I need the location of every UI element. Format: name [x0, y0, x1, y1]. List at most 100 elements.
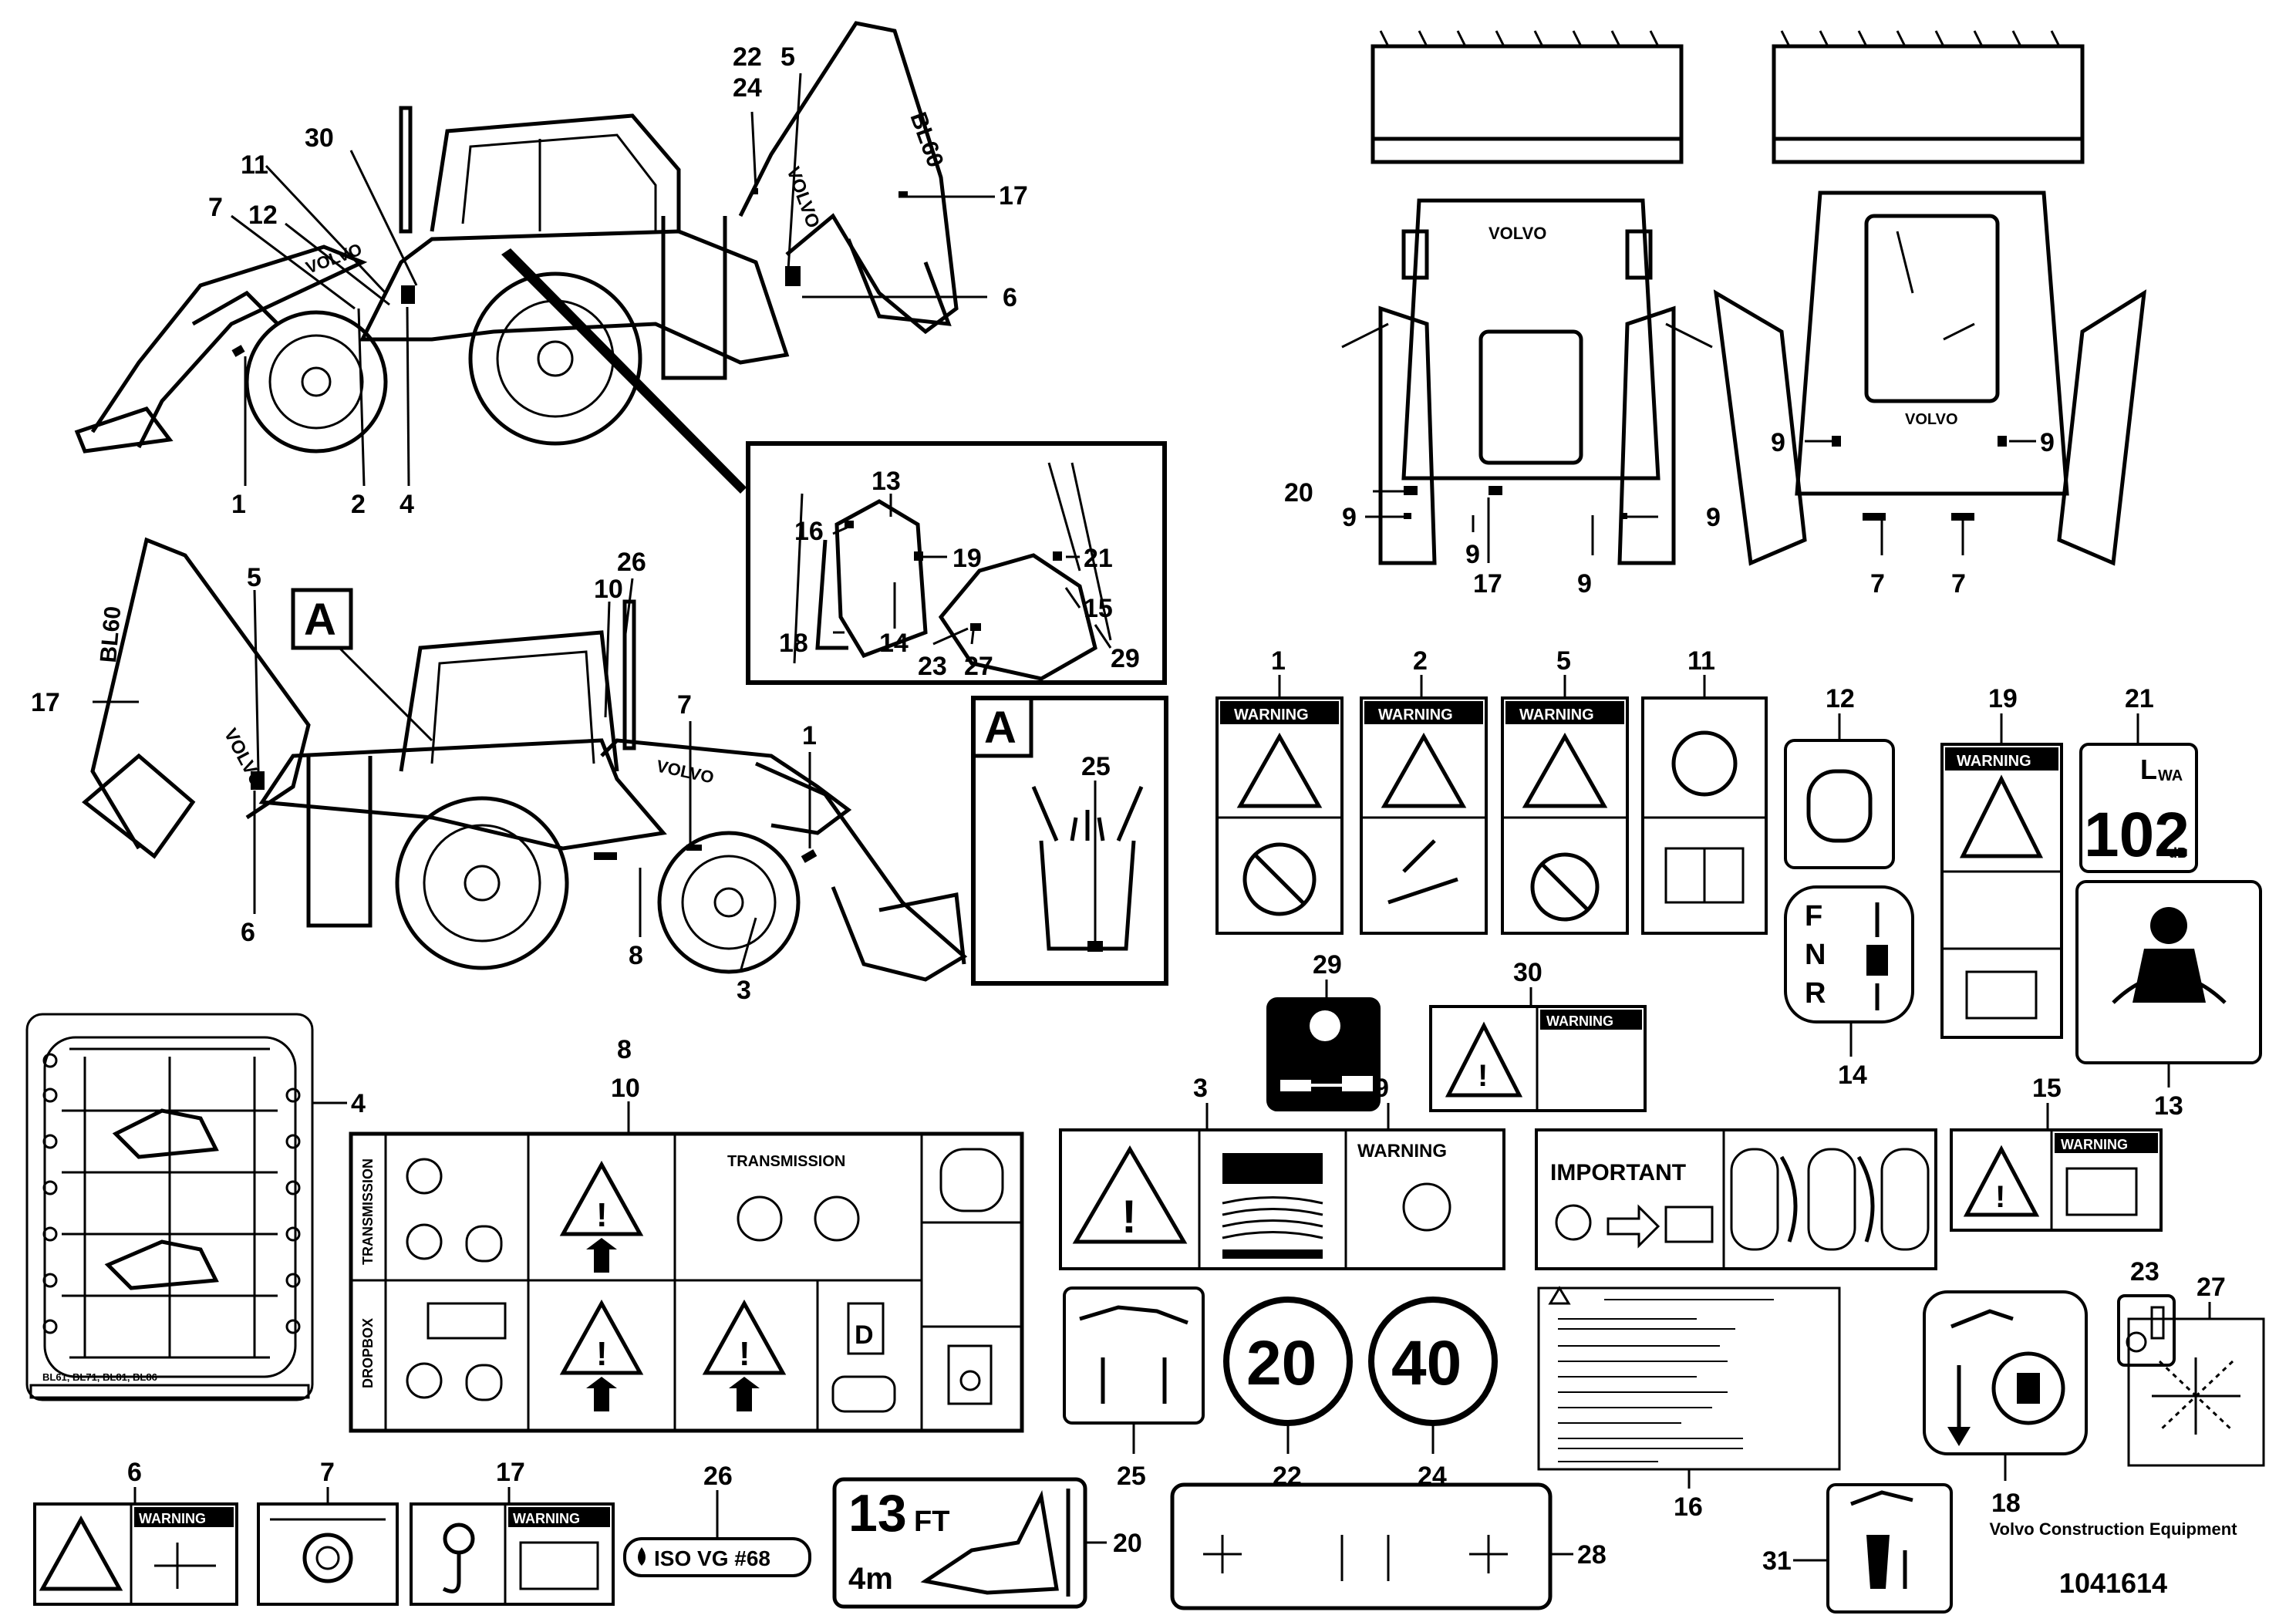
decal-1: 1 WARNING [1215, 646, 1344, 935]
callout-27: 27 [2197, 1273, 2226, 1302]
decal-5: 5 WARNING [1501, 646, 1629, 935]
callout-2-decal: 2 [1413, 646, 1428, 676]
decal-dropbox-side: DROPBOX [360, 1318, 376, 1388]
decal-20-ft-value: 13 [848, 1484, 907, 1543]
svg-text:BL60: BL60 [96, 605, 126, 664]
callout-1-b: 1 [802, 721, 817, 750]
svg-text:BL60: BL60 [905, 109, 948, 170]
backhoe-side-view-top: BL60 VOLVO VOLVO [74, 21, 959, 494]
decal-transmission-title: TRANSMISSION [727, 1153, 845, 1170]
decal-14-n: N [1805, 939, 1826, 971]
decal-31: 31 [1762, 1483, 1953, 1614]
callout-7-r2: 7 [1951, 569, 1966, 599]
decal-9-important: IMPORTANT [1550, 1160, 1686, 1185]
callout-10-b: 10 [594, 575, 623, 604]
callout-26: 26 [617, 548, 646, 577]
callout-7-r1: 7 [1870, 569, 1885, 599]
callout-7-b: 7 [677, 690, 692, 720]
footer: Volvo Construction Equipment 1041614 [1989, 1519, 2237, 1599]
decal-6: 6 WARNING [33, 1458, 238, 1606]
cab-detail-box: 13 16 19 21 15 29 18 14 23 27 [746, 441, 1167, 685]
svg-text:!: ! [739, 1335, 750, 1373]
callout-6-decal: 6 [127, 1458, 142, 1487]
callout-21-d: 21 [1084, 544, 1113, 573]
decal-30: 30 WARNING ! [1429, 958, 1647, 1112]
callout-16-d: 16 [794, 517, 824, 546]
callout-7-decal: 7 [320, 1458, 335, 1487]
callout-13: 13 [2154, 1091, 2183, 1121]
decal-15-warning: WARNING [2061, 1137, 2128, 1152]
callout-9-decal: 9 [1374, 1074, 1389, 1103]
decal-26: 26 ISO VG #68 [623, 1462, 811, 1577]
decal-11: 11 [1641, 646, 1768, 935]
callout-3-b: 3 [737, 976, 751, 1005]
callout-4: 4 [400, 490, 414, 519]
decal-4-service-chart: BL61, BL71, BL81, BL86 4 [25, 1013, 366, 1401]
footer-drawing-number: 1041614 [2059, 1567, 2167, 1599]
callout-6-b: 6 [241, 918, 255, 947]
callout-13-d: 13 [872, 467, 901, 496]
view-a-label: A [304, 595, 336, 645]
callout-21-decal: 21 [2125, 684, 2154, 713]
callout-10: 10 [611, 1074, 640, 1103]
front-view: VOLVO 20 9 9 17 9 9 [1284, 30, 1721, 599]
callout-29: 29 [1313, 950, 1342, 980]
callout-12-decal: 12 [1826, 684, 1855, 713]
callout-30: 30 [1513, 958, 1542, 987]
callout-25: 25 [1117, 1462, 1146, 1491]
decal-1-warning: WARNING [1234, 706, 1309, 723]
svg-text:VOLVO: VOLVO [655, 756, 716, 787]
decal-14-r: R [1805, 977, 1826, 1010]
svg-text:!: ! [596, 1196, 608, 1234]
decal-21-db-unit: dB [2169, 845, 2187, 861]
decal-3: 3 ! WARNING [1059, 1074, 1505, 1270]
decal-24-speed-40: 40 24 [1368, 1297, 1498, 1491]
callout-14-d: 14 [879, 629, 909, 658]
decal-14-f: F [1805, 900, 1822, 932]
decal-21-lwa-sub: WA [2158, 767, 2183, 784]
decal-diesel-letter: D [855, 1320, 874, 1350]
decal-17-warning: WARNING [513, 1511, 580, 1526]
decal-20: 13 FT 4m 20 [832, 1477, 1142, 1609]
callout-24: 24 [733, 73, 762, 103]
rear-view: VOLVO 9 9 7 7 [1713, 30, 2147, 599]
callout-9-f2: 9 [1465, 540, 1480, 569]
callout-9-f3: 9 [1577, 569, 1592, 599]
svg-text:!: ! [1478, 1059, 1488, 1093]
decal-2-warning: WARNING [1378, 706, 1453, 723]
decal-7: 7 [257, 1458, 399, 1606]
callout-23-d: 23 [918, 652, 947, 681]
callout-30: 30 [305, 123, 334, 153]
footer-company: Volvo Construction Equipment [1989, 1519, 2237, 1539]
callout-31: 31 [1762, 1546, 1792, 1576]
callout-4-d: 4 [351, 1089, 366, 1118]
callout-5-decal: 5 [1556, 646, 1571, 676]
svg-text:!: ! [1121, 1191, 1137, 1243]
backhoe-side-view-bottom: BL60 VOLVO VOLVO A [82, 537, 968, 982]
callout-6: 6 [1003, 283, 1017, 312]
callout-29-d: 29 [1111, 644, 1140, 673]
callout-15-d: 15 [1084, 594, 1113, 623]
view-a-detail: A 25 [971, 696, 1168, 986]
decal-19: 19 WARNING [1940, 684, 2063, 1039]
callout-5-b: 5 [247, 563, 261, 592]
callouts-bottom-view: 17 5 6 10 26 7 1 8 3 [31, 548, 817, 1005]
callout-26-decal: 26 [703, 1462, 733, 1491]
decal-24-value: 40 [1391, 1328, 1462, 1398]
callout-8: 8 [617, 1035, 632, 1064]
decal-4-models: BL61, BL71, BL81, BL86 [42, 1371, 157, 1383]
callout-17-decal: 17 [496, 1458, 525, 1487]
decal-19-warning: WARNING [1957, 753, 2031, 770]
decal-9: 9 IMPORTANT [1374, 1074, 1937, 1270]
callout-17-f: 17 [1473, 569, 1502, 599]
decal-5-warning: WARNING [1519, 706, 1594, 723]
callout-27-d: 27 [964, 652, 993, 681]
callout-7: 7 [208, 193, 223, 222]
view-a-detail-label: A [984, 703, 1017, 753]
callout-9-r2: 9 [2040, 428, 2055, 457]
callout-22: 22 [733, 42, 762, 72]
callout-18: 18 [1991, 1489, 2021, 1518]
decal-20-ft-unit: FT [914, 1506, 949, 1538]
callout-15: 15 [2032, 1074, 2062, 1103]
